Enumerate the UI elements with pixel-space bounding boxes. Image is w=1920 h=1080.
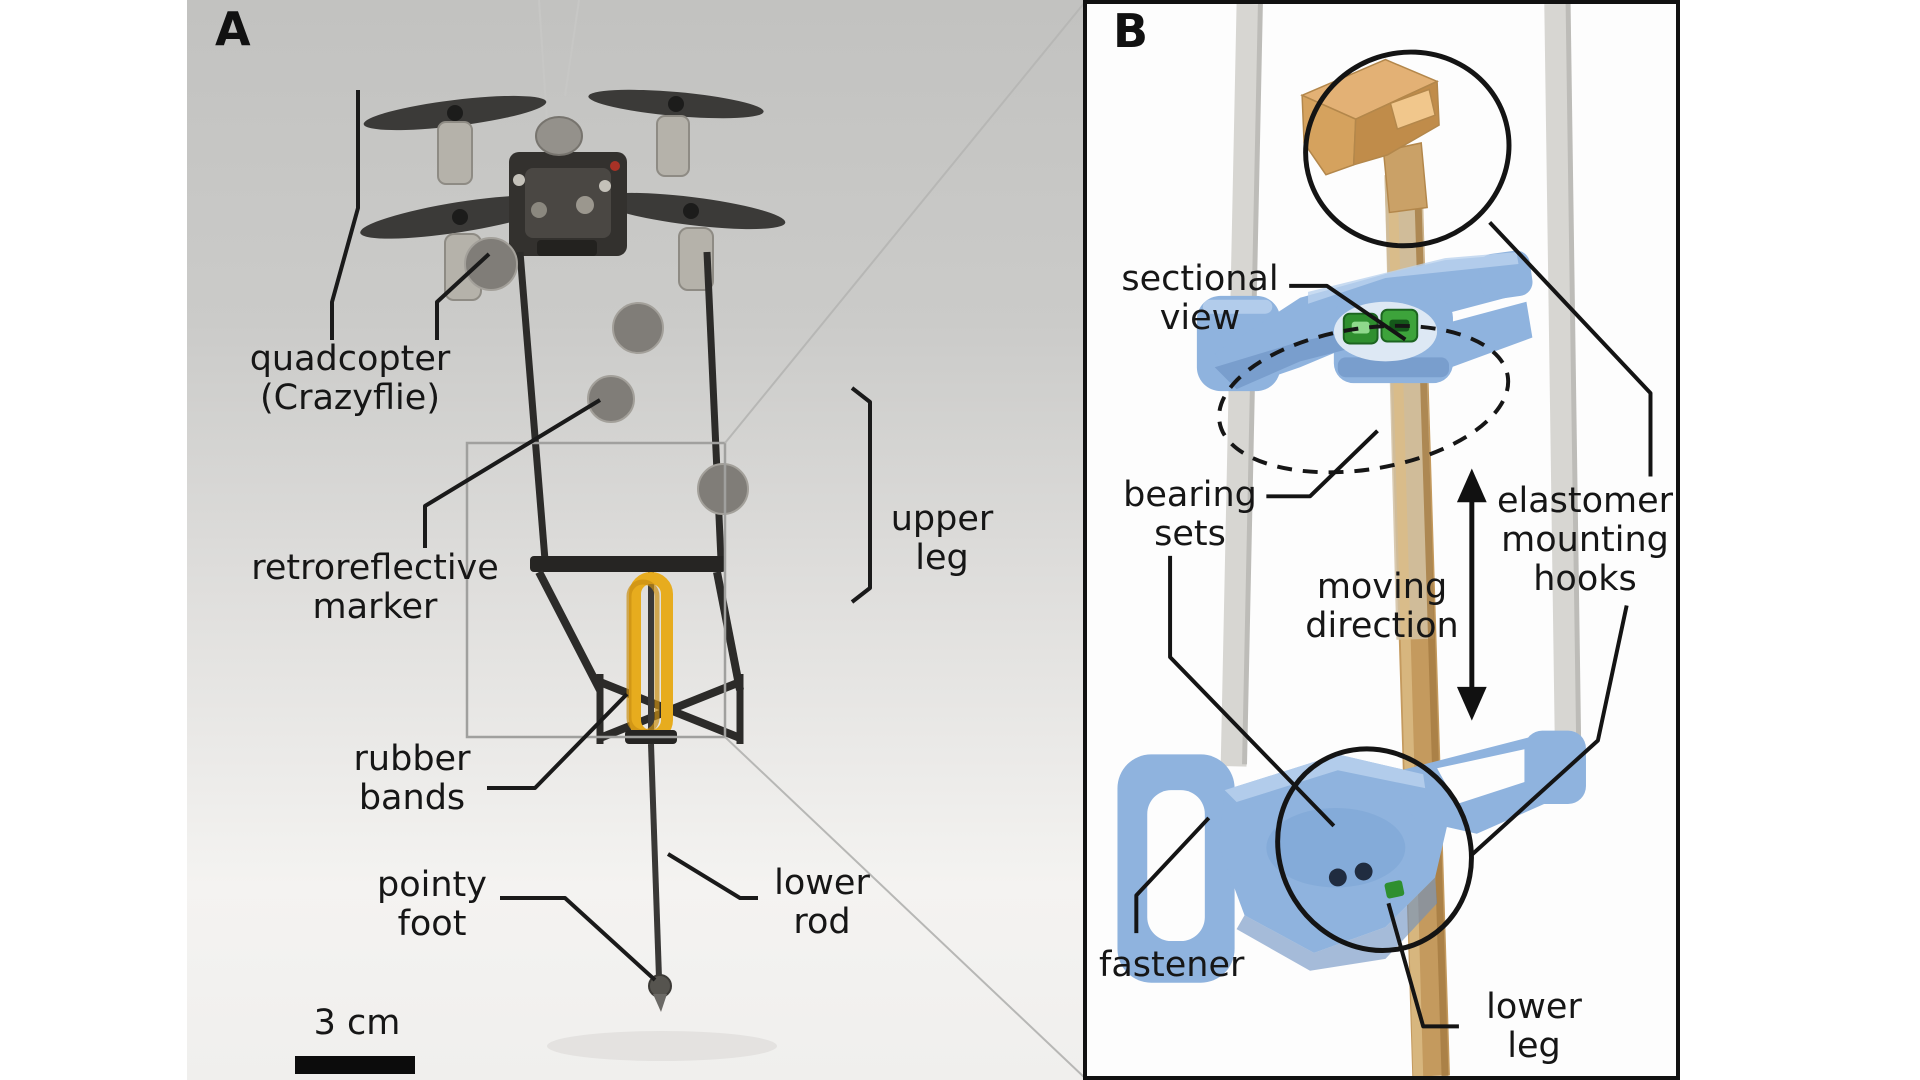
scale-bar-label: 3 cm — [313, 1003, 401, 1043]
propeller-hubs — [447, 96, 699, 225]
scale-bar — [295, 1056, 415, 1074]
label-retroreflective-marker: retroreflective marker — [251, 548, 499, 628]
elastomer-hook — [1300, 58, 1440, 214]
label-bearing-sets: bearing sets — [1123, 475, 1257, 555]
floor-shadow — [547, 1031, 777, 1061]
label-moving-direction: moving direction — [1305, 567, 1459, 647]
leg-mechanism — [530, 556, 744, 744]
label-lower-rod: lower rod — [774, 863, 870, 943]
panel-b-letter: B — [1113, 4, 1149, 58]
panel-a-letter: A — [215, 2, 251, 56]
zoom-indicator-lines — [724, 1, 1085, 1079]
lower-mount — [1117, 730, 1586, 983]
label-pointy-foot: pointy foot — [377, 865, 487, 945]
hook-callout-ellipse — [1303, 49, 1512, 249]
lower-hook-callout-ellipse — [1275, 746, 1474, 953]
label-lower-leg: lower leg — [1486, 987, 1582, 1067]
quadcopter-body — [509, 116, 627, 256]
sectional-view-ellipse — [1217, 323, 1511, 475]
label-fastener: fastener — [1099, 945, 1245, 985]
upper-mount — [1196, 250, 1533, 392]
retroreflective-marker-balls — [464, 237, 749, 515]
moving-direction-arrow — [1456, 468, 1487, 721]
panel-a-illustration — [330, 0, 1085, 1079]
quadcopter-photo — [360, 89, 786, 301]
lower-rod-part — [648, 743, 662, 979]
label-upper-leg: upper leg — [890, 499, 994, 579]
label-sectional-view: sectional view — [1121, 259, 1279, 339]
leader-lines — [330, 90, 872, 982]
panel-b-illustration — [1117, 4, 1653, 1076]
upper-leg-bracket — [850, 386, 872, 604]
panel-b: B sectional view bearing sets moving dir… — [1083, 0, 1680, 1080]
inset-box — [465, 441, 727, 739]
label-elastomer-mounting-hooks: elastomer mounting hooks — [1496, 481, 1674, 600]
leader-lines-b — [1134, 221, 1653, 1029]
panel-a: A quadcopter (Crazyflie) retroreflective… — [187, 0, 1085, 1080]
pointy-foot-part — [648, 974, 672, 1012]
label-rubber-bands: rubber bands — [353, 739, 471, 819]
label-quadcopter: quadcopter (Crazyflie) — [249, 339, 451, 419]
motors — [437, 115, 714, 301]
